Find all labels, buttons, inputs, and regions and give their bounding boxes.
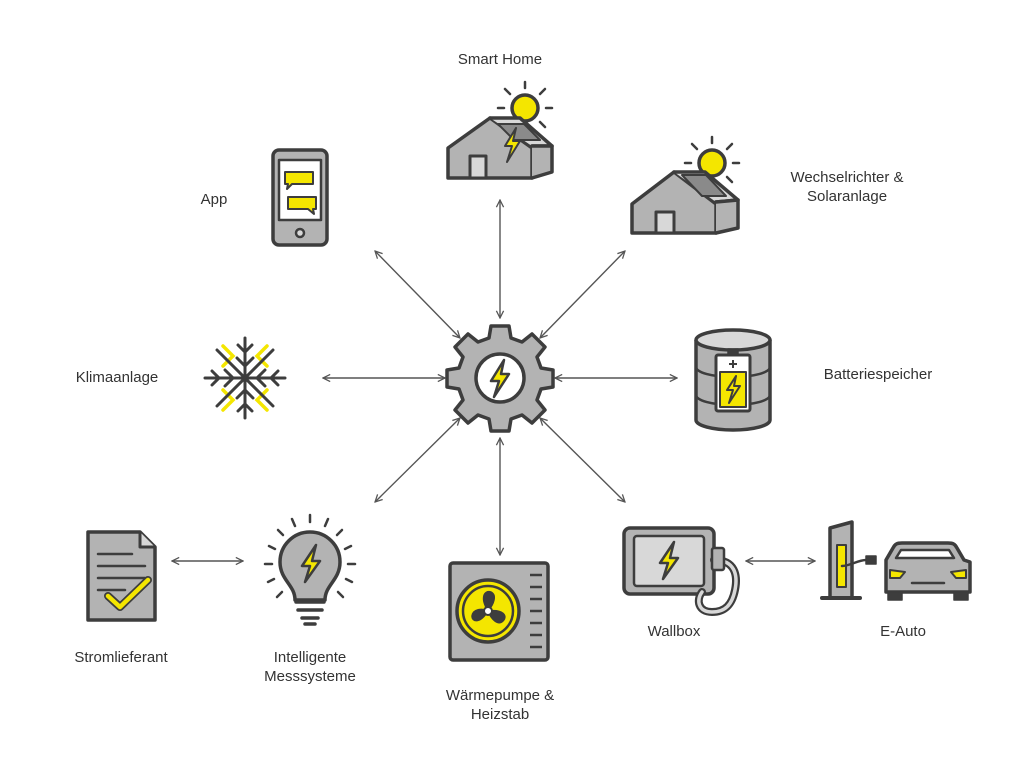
arrow-gear-wallbox [540,418,625,502]
label-inverter-line1: Wechselrichter & [790,169,904,186]
label-e-auto: E-Auto [880,623,926,640]
label-app: App [200,191,228,208]
label-supplier: Stromlieferant [74,649,168,666]
arrow-gear-inverter [540,251,625,338]
label-climate: Klimaanlage [75,369,159,386]
smart-home-icon [446,80,554,180]
wallbox-charger-icon [622,526,740,616]
inverter-solar-house-icon [630,135,741,235]
label-wallbox: Wallbox [647,623,701,640]
energy-management-gear-icon [445,324,555,433]
lightbulb-meter-icon [263,513,357,626]
label-heatpump-line2: Heizstab [470,706,530,723]
label-heat-pump: Wärmepumpe & Heizstab [432,686,568,724]
label-meter-line1: Intelligente [273,649,347,666]
arrow-gear-app [375,251,460,338]
label-smart-home: Smart Home [457,51,543,68]
smartphone-app-icon [271,148,329,247]
battery-storage-icon [694,328,772,432]
sun-icon [496,80,554,129]
document-check-icon [86,530,157,622]
arrow-gear-meter [375,418,460,502]
label-smart-meter: Intelligente Messsysteme [250,648,370,686]
label-heatpump-line1: Wärmepumpe & [445,687,555,704]
label-battery: Batteriespeicher [823,366,933,383]
label-inverter-solar: Wechselrichter & Solaranlage [772,168,922,206]
heat-pump-icon [448,561,550,662]
label-meter-line2: Messsysteme [264,668,356,685]
label-inverter-line2: Solaranlage [806,188,888,205]
electric-car-icon [820,520,972,601]
snowflake-climate-icon [203,336,287,420]
